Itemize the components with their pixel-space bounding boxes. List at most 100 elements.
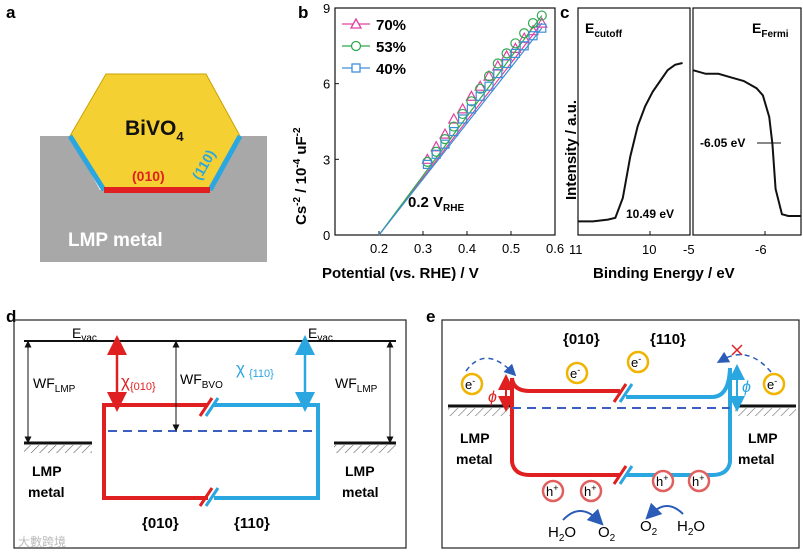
plot-c-tick-10: 10 bbox=[642, 242, 656, 257]
lmp-metal-label: LMP metal bbox=[68, 230, 163, 251]
plot-c-right-frame bbox=[692, 7, 802, 236]
panel-d-letter: d bbox=[6, 307, 16, 326]
panel-c-letter: c bbox=[560, 3, 569, 22]
plot-b-legend-marker bbox=[351, 63, 361, 73]
hole-110-a: h+ bbox=[651, 469, 675, 493]
efermi-label: EFermi bbox=[752, 20, 789, 40]
plot-b-ytick-label: 3 bbox=[323, 152, 330, 167]
plot-b-point bbox=[536, 10, 547, 21]
plot-b-series bbox=[378, 10, 548, 236]
electron-transfer-arrow bbox=[465, 357, 517, 377]
plot-c-tick-m6: -6 bbox=[755, 242, 767, 257]
plot-b-point bbox=[474, 79, 487, 91]
facet-010-label: (010) bbox=[132, 168, 165, 184]
band-110 bbox=[214, 403, 320, 500]
plot-b-legend-label: 70% bbox=[376, 17, 406, 34]
bivo4-label: BiVO4 bbox=[125, 117, 184, 144]
facet-110-left-edge bbox=[67, 134, 107, 192]
plot-b-xtick-label: 0.5 bbox=[502, 241, 520, 256]
electron-right-metal: e- bbox=[762, 372, 786, 396]
electron-010: e- bbox=[565, 361, 589, 385]
plot-b-point bbox=[421, 153, 434, 164]
panel-d: d Evac Evac WFLMP WFLMP LMP metal LMP me… bbox=[6, 307, 407, 549]
panel-b-letter: b bbox=[298, 3, 308, 22]
plot-b-ytick-label: 9 bbox=[323, 1, 330, 16]
h2o-right: H2O bbox=[677, 518, 705, 538]
plot-b-point bbox=[422, 156, 433, 167]
plot-b-point bbox=[519, 41, 529, 51]
junction-top-red-e bbox=[612, 383, 628, 403]
metal-right-hatch-e bbox=[735, 408, 796, 416]
plot-b-point bbox=[458, 114, 468, 124]
plot-b-fit-line bbox=[378, 15, 543, 236]
metal-right-hatch bbox=[334, 445, 396, 453]
facet-010-label-d: {010} bbox=[142, 515, 179, 532]
evac-right-label: Evac bbox=[308, 325, 333, 344]
metal-left-label-e1: LMP bbox=[460, 430, 490, 446]
plot-b-xtick-label: 0.4 bbox=[458, 241, 476, 256]
oxidation-arrow-110 bbox=[645, 502, 684, 520]
junction-top-red bbox=[198, 397, 214, 417]
junction-bottom-red-e bbox=[612, 465, 628, 485]
plot-b-fit-line bbox=[378, 27, 543, 236]
chi-010-label: χ{010} bbox=[121, 372, 156, 393]
panel-e-letter: e bbox=[426, 307, 435, 326]
svg-text:e-: e- bbox=[570, 365, 580, 381]
watermark: 大數跨境 bbox=[18, 534, 66, 549]
chi-110-label: χ{110} bbox=[236, 359, 274, 380]
plot-b-point bbox=[475, 91, 485, 101]
plot-b-ytick-label: 0 bbox=[323, 228, 330, 243]
metal-left-label-2: metal bbox=[28, 484, 65, 500]
band-110-e bbox=[626, 367, 732, 477]
plot-b-point bbox=[448, 121, 459, 132]
plot-b-legend-label: 53% bbox=[376, 39, 406, 56]
o2-left: O2 bbox=[598, 524, 616, 544]
hole-010-a: h+ bbox=[541, 479, 565, 503]
plot-b-legend: 70%53%40% bbox=[342, 17, 406, 78]
plot-b-point bbox=[528, 31, 538, 41]
phi-right-label: ϕ bbox=[742, 379, 751, 396]
plot-c-left-frame bbox=[577, 7, 691, 236]
panel-d-frame bbox=[13, 319, 407, 549]
plot-b-point bbox=[535, 16, 548, 28]
junction-top-blue-e bbox=[618, 383, 634, 403]
panel-a-letter: a bbox=[6, 3, 16, 22]
metal-right-label-e1: LMP bbox=[748, 430, 778, 446]
hole-110-b: h+ bbox=[687, 469, 711, 493]
blocked-cross-icon bbox=[731, 344, 743, 356]
plot-b-point bbox=[438, 127, 452, 139]
panel-e-frame bbox=[441, 319, 800, 549]
plot-b-frame bbox=[334, 7, 556, 236]
plot-b-point bbox=[456, 102, 469, 114]
plot-b-point bbox=[465, 90, 478, 101]
svg-text:h+: h+ bbox=[656, 473, 669, 489]
plot-b-point bbox=[502, 58, 512, 69]
plot-b-point bbox=[431, 149, 441, 159]
plot-c-tick-m5: -5 bbox=[683, 242, 695, 257]
junction-bottom-red bbox=[198, 487, 214, 507]
plot-c-tick-11: 11 bbox=[569, 242, 583, 257]
plot-b-point bbox=[537, 23, 547, 33]
oxidation-arrow-010 bbox=[562, 508, 604, 526]
plot-b-point bbox=[447, 112, 460, 124]
junction-top-blue bbox=[204, 397, 220, 417]
band-010 bbox=[102, 403, 208, 500]
h2o-left: H2O bbox=[548, 524, 576, 544]
panel-a: a BiVO4 (010) (110) LMP metal bbox=[6, 3, 267, 262]
metal-right-label-e2: metal bbox=[738, 451, 775, 467]
plot-b-xtick-label: 0.6 bbox=[546, 241, 564, 256]
electron-110: e- bbox=[626, 350, 650, 374]
plot-b-xtick-label: 0.3 bbox=[414, 241, 432, 256]
cutoff-spectrum-line bbox=[578, 62, 683, 223]
facet-110-label-e: {110} bbox=[650, 331, 686, 348]
plot-c-lines bbox=[578, 62, 801, 223]
plot-c-xlabel: Binding Energy / eV bbox=[593, 265, 735, 282]
svg-text:e-: e- bbox=[465, 376, 475, 392]
facet-110-right-edge bbox=[207, 134, 243, 192]
plot-b-point bbox=[439, 134, 451, 145]
panel-c: c Ecutoff EFermi 10.49 eV -6.05 eV Inten… bbox=[560, 3, 802, 282]
wf-lmp-left-label: WFLMP bbox=[33, 375, 76, 395]
ecutoff-label: Ecutoff bbox=[585, 20, 623, 40]
